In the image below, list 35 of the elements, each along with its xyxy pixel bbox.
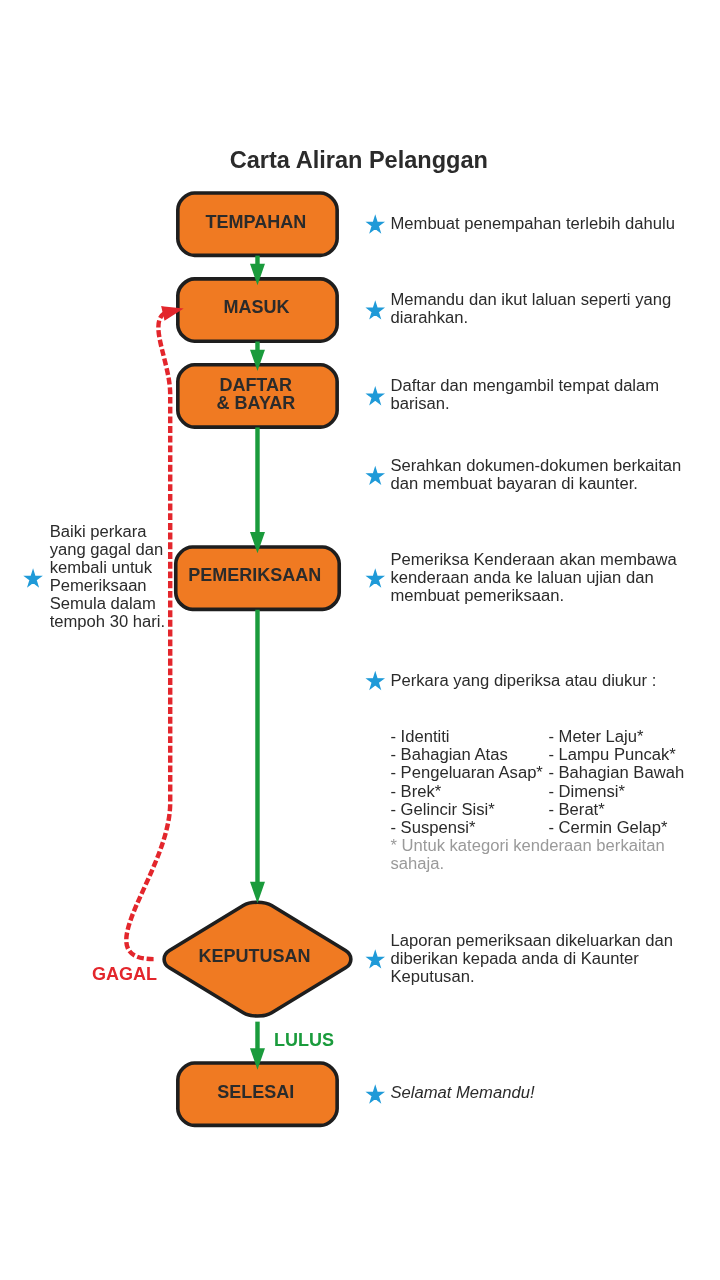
- node-label: - Suspensi*: [390, 817, 476, 837]
- node-label: - Gelincir Sisi*: [390, 799, 495, 818]
- node-label: - Berat*: [548, 799, 605, 818]
- node-label: Pemeriksa Kenderaan akan membawa kenderaan anda ke laluan ujian dan membuat pemeriksaan.: [390, 549, 677, 605]
- node-label: - Lampu Puncak*: [548, 744, 676, 764]
- node-box: PEMERIKSAAN: [173, 544, 342, 611]
- arrow: [250, 341, 265, 371]
- arrow: [250, 426, 265, 553]
- arrow: [250, 1021, 265, 1070]
- diagram-title: Carta Aliran Pelanggan: [229, 146, 488, 173]
- label: Baiki perkara yang gagal dan kembali untuk Pemeriksaan Semula dalam tempoh 30 hari.: [49, 521, 166, 631]
- node-box: DAFTAR & BAYAR: [176, 362, 339, 429]
- edge-label: GAGAL: [91, 963, 157, 984]
- node-label: - Dimensi*: [548, 780, 626, 800]
- arrow: [124, 305, 184, 961]
- node-label: - Meter Laju*: [548, 726, 644, 746]
- edge-label: LULUS: [274, 1029, 335, 1050]
- node-box: SELESAI: [176, 1060, 339, 1127]
- node-label: * Untuk kategori kenderaan berkaitan sahaja.: [390, 835, 665, 873]
- node-label: Serahkan dokumen-dokumen berkaitan dan membuat bayaran di kaunter.: [390, 455, 682, 493]
- node-label: - Identiti: [390, 726, 450, 746]
- node-label: Memandu dan ikut laluan seperti yang diarahkan.: [390, 289, 672, 327]
- node-label: Selamat Memandu!: [390, 1082, 535, 1102]
- node-label: - Bahagian Atas: [390, 744, 508, 764]
- node-label: - Bahagian Bawah: [548, 762, 685, 782]
- node-label: Perkara yang diperiksa atau diukur :: [390, 670, 657, 690]
- node-label: - Pengeluaran Asap*: [390, 762, 543, 782]
- node-label: Laporan pemeriksaan dikeluarkan dan diberikan kepada anda di Kaunter Keputusan.: [390, 930, 674, 986]
- node-label: Membuat penempahan terlebih dahulu: [390, 213, 675, 233]
- node-box: MASUK: [176, 276, 339, 343]
- node-label: - Cermin Gelap*: [548, 817, 668, 837]
- node-label: - Brek*: [390, 780, 442, 800]
- node-box: TEMPAHAN: [176, 190, 339, 257]
- node-label: Daftar dan mengambil tempat dalam barisan.: [390, 375, 660, 413]
- arrow: [250, 609, 265, 903]
